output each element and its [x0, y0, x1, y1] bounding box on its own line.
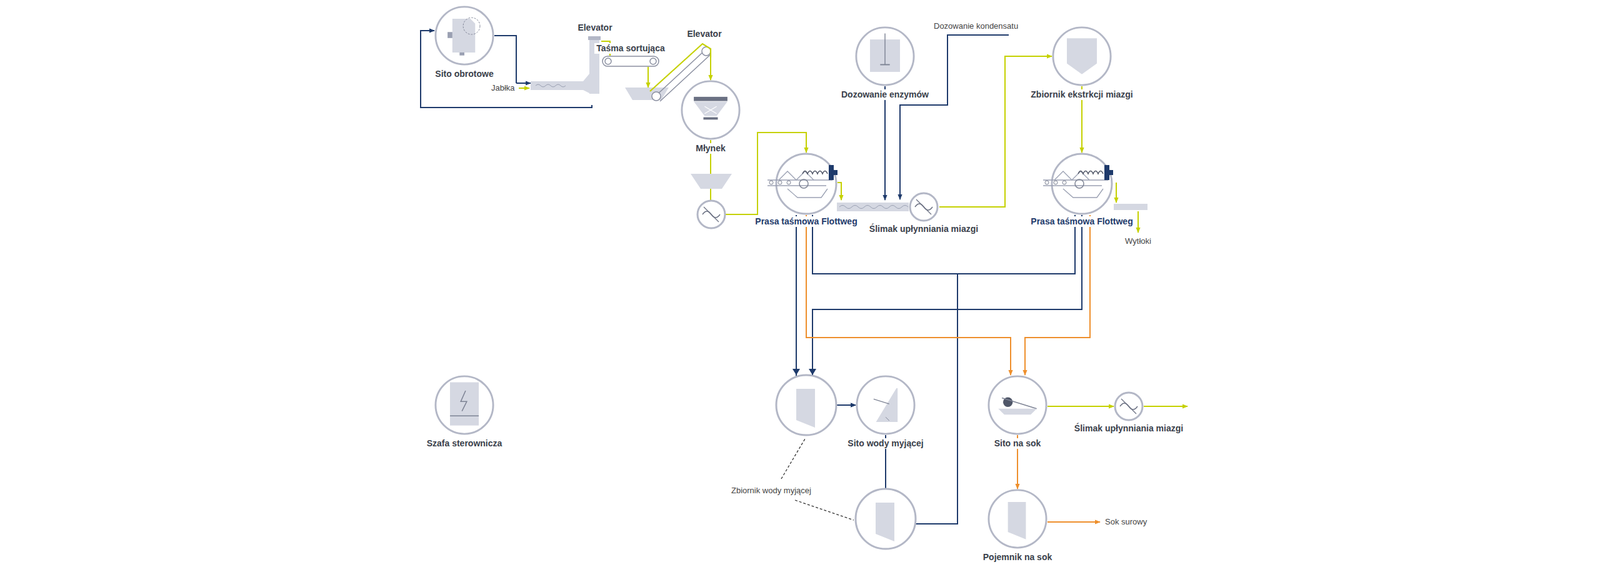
- flow-line: [812, 215, 1082, 405]
- mill: Młynek: [680, 80, 741, 140]
- node-label: Pojemnik na sok: [981, 551, 1054, 563]
- flow-line: [939, 56, 1052, 207]
- node-label: Elevator: [575, 22, 614, 34]
- node-label: Ślimak upłynniania miazgi: [1072, 423, 1185, 434]
- juice-sieve-icon: [987, 375, 1048, 435]
- juice-container: Pojemnik na sok: [987, 488, 1048, 549]
- flow-line: [885, 215, 1075, 524]
- flow-line: [494, 35, 531, 84]
- output-label: Wytłoki: [1123, 236, 1153, 247]
- enzyme-dosing: Dozowanie enzymów: [855, 26, 915, 87]
- mill-icon: [680, 80, 741, 140]
- mash-screw: Ślimak upłynniania miazgi: [836, 200, 940, 215]
- belt-press-icon: [1050, 152, 1114, 215]
- node-label: Zbiornik ekstrkcji miazgi: [1028, 89, 1135, 100]
- node-label: Sito wody myjącej: [845, 438, 925, 449]
- node-label: Młynek: [693, 143, 727, 154]
- node-label: Szafa sterownicza: [425, 438, 505, 449]
- condensate-line: [900, 35, 1009, 200]
- node-label: Sito obrotowe: [433, 68, 495, 80]
- belt-press: Prasa taśmowa Flottweg: [1050, 152, 1114, 215]
- juice-container-icon: [987, 488, 1048, 549]
- extraction-tank: Zbiornik ekstrkcji miazgi: [1051, 26, 1112, 87]
- belt-press-icon: [775, 152, 838, 215]
- node-label: Dozowanie enzymów: [839, 89, 931, 100]
- input-label: Jabłka: [490, 83, 517, 94]
- flow-line: [647, 66, 649, 88]
- node-label: Ślimak upłynniania miazgi: [867, 223, 980, 235]
- node-label: Prasa taśmowa Flottweg: [1028, 216, 1135, 227]
- callout-label: Zbiornik wody myjącej: [730, 485, 813, 496]
- rotary-sieve: Sito obrotowe: [434, 5, 495, 66]
- control-cabinet-icon: [434, 375, 495, 435]
- juice-outlet-arrow: [1047, 521, 1100, 523]
- input-label: Dozowanie kondensatu: [932, 21, 1020, 32]
- sorting-belt: Taśma sortująca: [601, 55, 660, 67]
- output-label: Sok surowy: [1103, 516, 1149, 527]
- node-label: Elevator: [685, 28, 724, 40]
- leader-line: [795, 500, 854, 520]
- flow-line: [837, 182, 842, 200]
- extraction-tank-icon: [1051, 26, 1112, 87]
- elevator: Elevator: [530, 36, 602, 105]
- wash-tank: [855, 488, 916, 549]
- mash-outlet-arrow: [1143, 405, 1188, 407]
- juice-sieve: Sito na sok: [987, 375, 1048, 435]
- node-label: Taśma sortująca: [594, 43, 667, 54]
- sorting-belt-icon: [601, 55, 660, 67]
- mash-screw: Ślimak upłynniania miazgi: [1113, 391, 1144, 422]
- node-label: Sito na sok: [992, 438, 1044, 449]
- control-cabinet: Szafa sterownicza: [434, 375, 495, 435]
- rotary-sieve-icon: [434, 5, 495, 66]
- wash-water-sieve-icon: [855, 375, 916, 435]
- node-label: Prasa taśmowa Flottweg: [753, 216, 859, 227]
- mash-screw-icon: [1113, 391, 1144, 422]
- flow-line: [1047, 405, 1114, 407]
- flow-line: [884, 86, 886, 200]
- mash-pump: [690, 173, 732, 229]
- mash-screw-icon: [836, 200, 940, 215]
- enzyme-dosing-icon: [855, 26, 915, 87]
- flow-line: [1025, 215, 1090, 375]
- wash-water-sieve: Sito wody myjącej: [855, 375, 916, 435]
- wash-tank: [776, 368, 837, 435]
- elevator-icon: [530, 36, 602, 105]
- leader-line: [781, 438, 805, 479]
- flow-line: [710, 57, 712, 80]
- apple-inlet-arrow: [518, 87, 530, 89]
- flow-line: [806, 215, 1011, 375]
- belt-press: Prasa taśmowa Flottweg: [775, 152, 838, 215]
